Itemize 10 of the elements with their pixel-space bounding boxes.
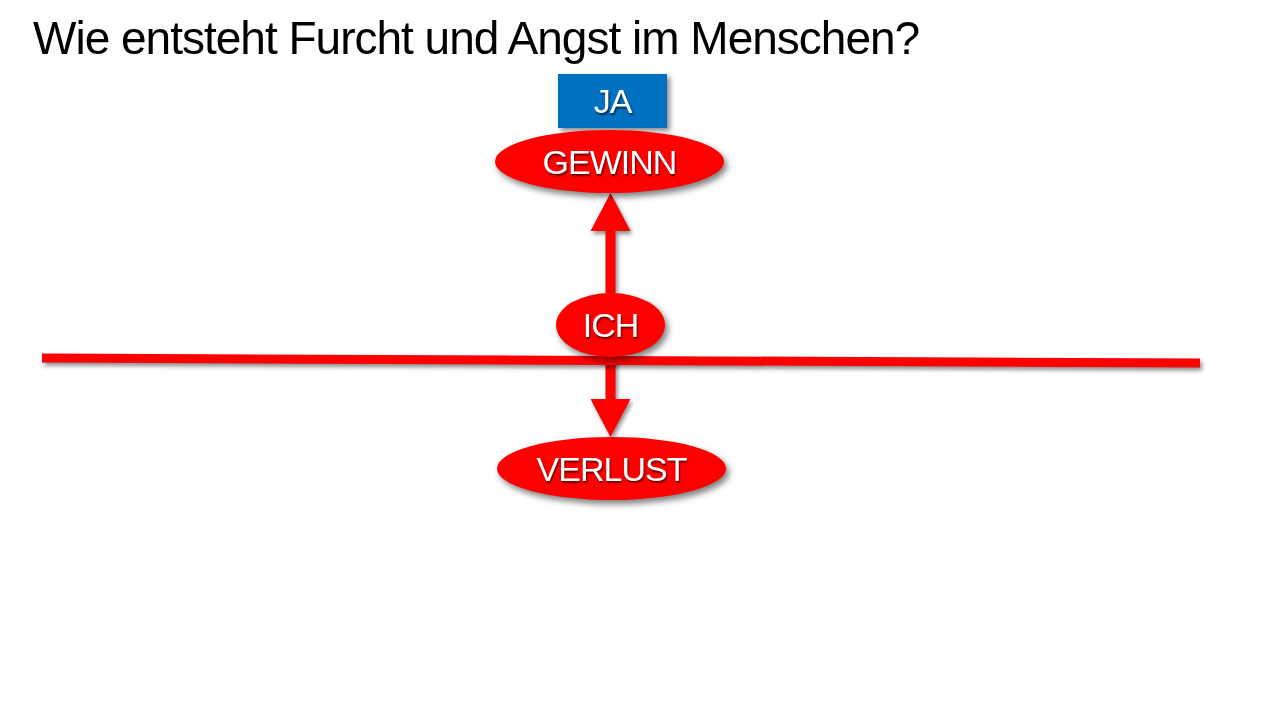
node-label: JA: [593, 81, 632, 121]
oval-node: [495, 130, 724, 193]
oval-node: [556, 293, 665, 357]
oval-node: [497, 437, 726, 500]
node-label: GEWINN: [542, 141, 677, 182]
node-label: ICH: [582, 305, 639, 345]
label-box: [558, 74, 667, 128]
node-label: VERLUST: [536, 448, 687, 489]
arrow: [590, 193, 631, 293]
title: Wie entsteht Furcht und Angst im Menschen?: [33, 11, 920, 66]
